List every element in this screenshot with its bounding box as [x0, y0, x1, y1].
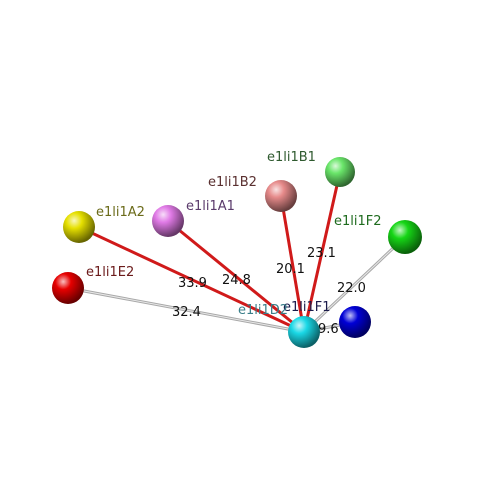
node-label-e1li1B2: e1li1B2 [208, 175, 257, 190]
node-sphere-e1li1F1[interactable] [339, 306, 371, 338]
node-label-e1li1B1: e1li1B1 [267, 150, 316, 165]
edge-label-e1li1A1: 24.8 [222, 273, 251, 288]
node-label-e1li1A1: e1li1A1 [186, 199, 235, 214]
nodes-layer [52, 157, 422, 348]
edge-label-e1li1F2: 22.0 [337, 281, 366, 296]
edges-layer [66, 170, 407, 334]
edge-e1li1A2 [77, 225, 306, 334]
edge-e1li1B2 [279, 194, 306, 334]
node-label-e1li1F1: e1li1F1 [283, 300, 331, 315]
edge-label-e1li1B1: 23.1 [307, 246, 336, 261]
edge-label-e1li1F1: 9.6 [318, 322, 339, 337]
node-sphere-e1li1A1[interactable] [152, 205, 184, 237]
node-sphere-e1li1F2[interactable] [388, 220, 422, 254]
node-sphere-e1li1B1[interactable] [325, 157, 355, 187]
node-label-e1li1A2: e1li1A2 [96, 205, 145, 220]
edge-highlight-e1li1E2 [67, 287, 305, 333]
edge-labels-layer: 32.4 33.9 24.8 20.123.1 22.0 9.6 [172, 246, 366, 337]
node-sphere-e1li1A2[interactable] [63, 211, 95, 243]
edge-highlight-e1li1F2 [303, 236, 406, 333]
node-label-e1li1E2: e1li1E2 [86, 265, 134, 280]
edge-e1li1A1 [166, 219, 306, 334]
node-label-e1li1D2: e1li1D2 [238, 303, 288, 318]
edge-e1li1B1 [302, 170, 342, 334]
node-sphere-e1li1E2[interactable] [52, 272, 84, 304]
node-label-e1li1F2: e1li1F2 [334, 214, 382, 229]
node-sphere-e1li1D2[interactable] [288, 316, 320, 348]
edge-label-e1li1E2: 32.4 [172, 305, 201, 320]
node-sphere-e1li1B2[interactable] [265, 180, 297, 212]
edge-label-e1li1B2: 20.1 [276, 262, 305, 277]
edge-label-e1li1A2: 33.9 [178, 276, 207, 291]
node-labels-layer: e1li1E2 e1li1A2 e1li1A1 e1li1B2 e1li1B1 e1li1… [86, 150, 382, 318]
